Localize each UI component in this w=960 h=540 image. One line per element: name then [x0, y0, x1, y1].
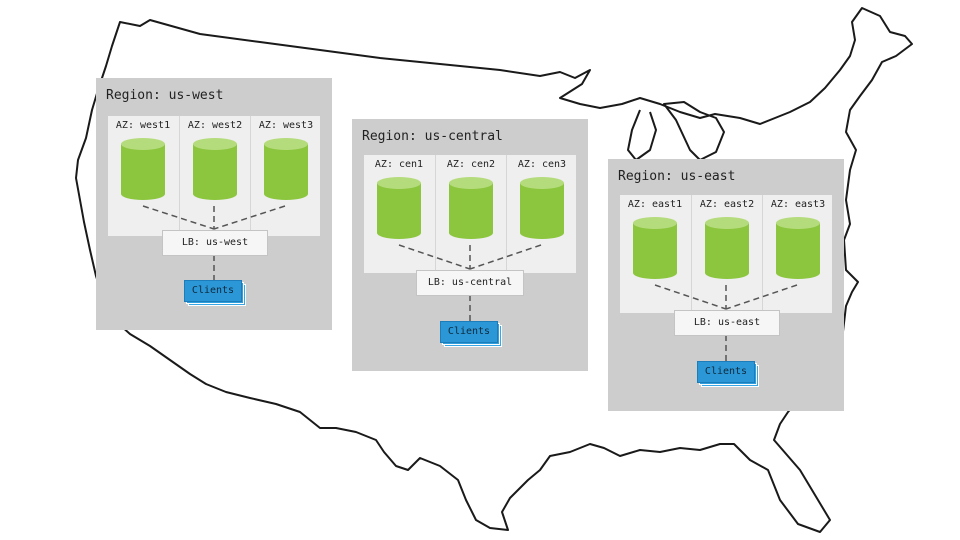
az-label: AZ: east2 — [699, 199, 755, 210]
region-title: Region: us-east — [618, 169, 736, 184]
availability-zone-cen1: AZ: cen1 — [364, 155, 434, 273]
database-icon — [264, 138, 308, 200]
region-us-west: Region: us-west AZ: west1 AZ: west2 AZ: … — [96, 78, 332, 330]
region-us-central: Region: us-central AZ: cen1 AZ: cen2 AZ:… — [352, 119, 588, 371]
az-label: AZ: west3 — [258, 120, 314, 131]
availability-zone-cen3: AZ: cen3 — [506, 155, 577, 273]
az-label: AZ: east1 — [627, 199, 683, 210]
database-icon — [705, 217, 749, 279]
database-icon — [377, 177, 421, 239]
load-balancer: LB: us-central — [416, 270, 524, 296]
clients-stack: Clients — [440, 321, 502, 347]
clients-label: Clients — [440, 321, 498, 343]
clients-stack: Clients — [697, 361, 759, 387]
database-icon — [193, 138, 237, 200]
availability-zone-west1: AZ: west1 — [108, 116, 178, 236]
clients-label: Clients — [697, 361, 755, 383]
database-icon — [520, 177, 564, 239]
region-title: Region: us-central — [362, 129, 503, 144]
clients-stack: Clients — [184, 280, 246, 306]
availability-zone-cen2: AZ: cen2 — [435, 155, 506, 273]
us-map-border — [75, 7, 913, 533]
availability-zone-east2: AZ: east2 — [691, 195, 762, 313]
availability-zone-west2: AZ: west2 — [179, 116, 250, 236]
clients-label: Clients — [184, 280, 242, 302]
az-label: AZ: east3 — [770, 199, 826, 210]
load-balancer: LB: us-west — [162, 230, 268, 256]
database-icon — [121, 138, 165, 200]
az-panel: AZ: west1 AZ: west2 AZ: west3 — [108, 116, 320, 236]
database-icon — [449, 177, 493, 239]
database-icon — [633, 217, 677, 279]
region-us-east: Region: us-east AZ: east1 AZ: east2 AZ: … — [608, 159, 844, 411]
az-panel: AZ: east1 AZ: east2 AZ: east3 — [620, 195, 832, 313]
availability-zone-east3: AZ: east3 — [762, 195, 833, 313]
database-icon — [776, 217, 820, 279]
az-panel: AZ: cen1 AZ: cen2 AZ: cen3 — [364, 155, 576, 273]
az-label: AZ: cen1 — [374, 159, 424, 170]
az-label: AZ: west1 — [115, 120, 171, 131]
az-label: AZ: cen2 — [446, 159, 496, 170]
availability-zone-west3: AZ: west3 — [250, 116, 321, 236]
load-balancer: LB: us-east — [674, 310, 780, 336]
availability-zone-east1: AZ: east1 — [620, 195, 690, 313]
az-label: AZ: west2 — [187, 120, 243, 131]
region-title: Region: us-west — [106, 88, 224, 103]
az-label: AZ: cen3 — [517, 159, 567, 170]
